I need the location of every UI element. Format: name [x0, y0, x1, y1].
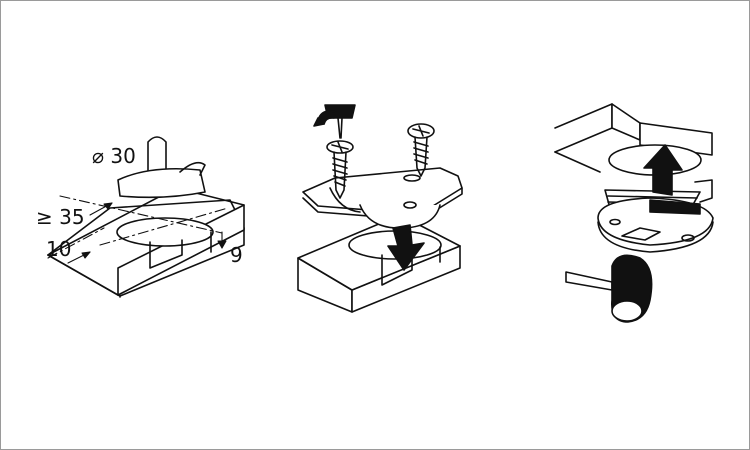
depth-label: 9	[230, 243, 243, 267]
diameter-label: ⌀ 30	[92, 144, 136, 168]
drill-bit-icon	[117, 136, 206, 199]
board-block-3	[554, 103, 613, 153]
screwdriver-icon	[313, 104, 356, 139]
step-2-mounting	[297, 104, 463, 313]
tool-icon	[565, 254, 653, 323]
arrow-up-icon	[643, 144, 683, 196]
fitting-body-icon	[597, 179, 714, 253]
screw-icon-2	[407, 123, 435, 177]
step-1-drilling: ⌀ 30 ≥ 35 10 9	[36, 136, 245, 298]
edge-distance-label: ≥ 35	[36, 205, 85, 229]
arrow-down-icon	[387, 224, 425, 271]
step-3-removal	[554, 103, 714, 323]
offset-label: 10	[46, 237, 71, 261]
mounting-plate-icon	[302, 167, 463, 229]
drilled-hole-1	[116, 217, 214, 269]
screw-icon-1	[326, 140, 354, 199]
dimension-lines-1	[47, 195, 229, 264]
